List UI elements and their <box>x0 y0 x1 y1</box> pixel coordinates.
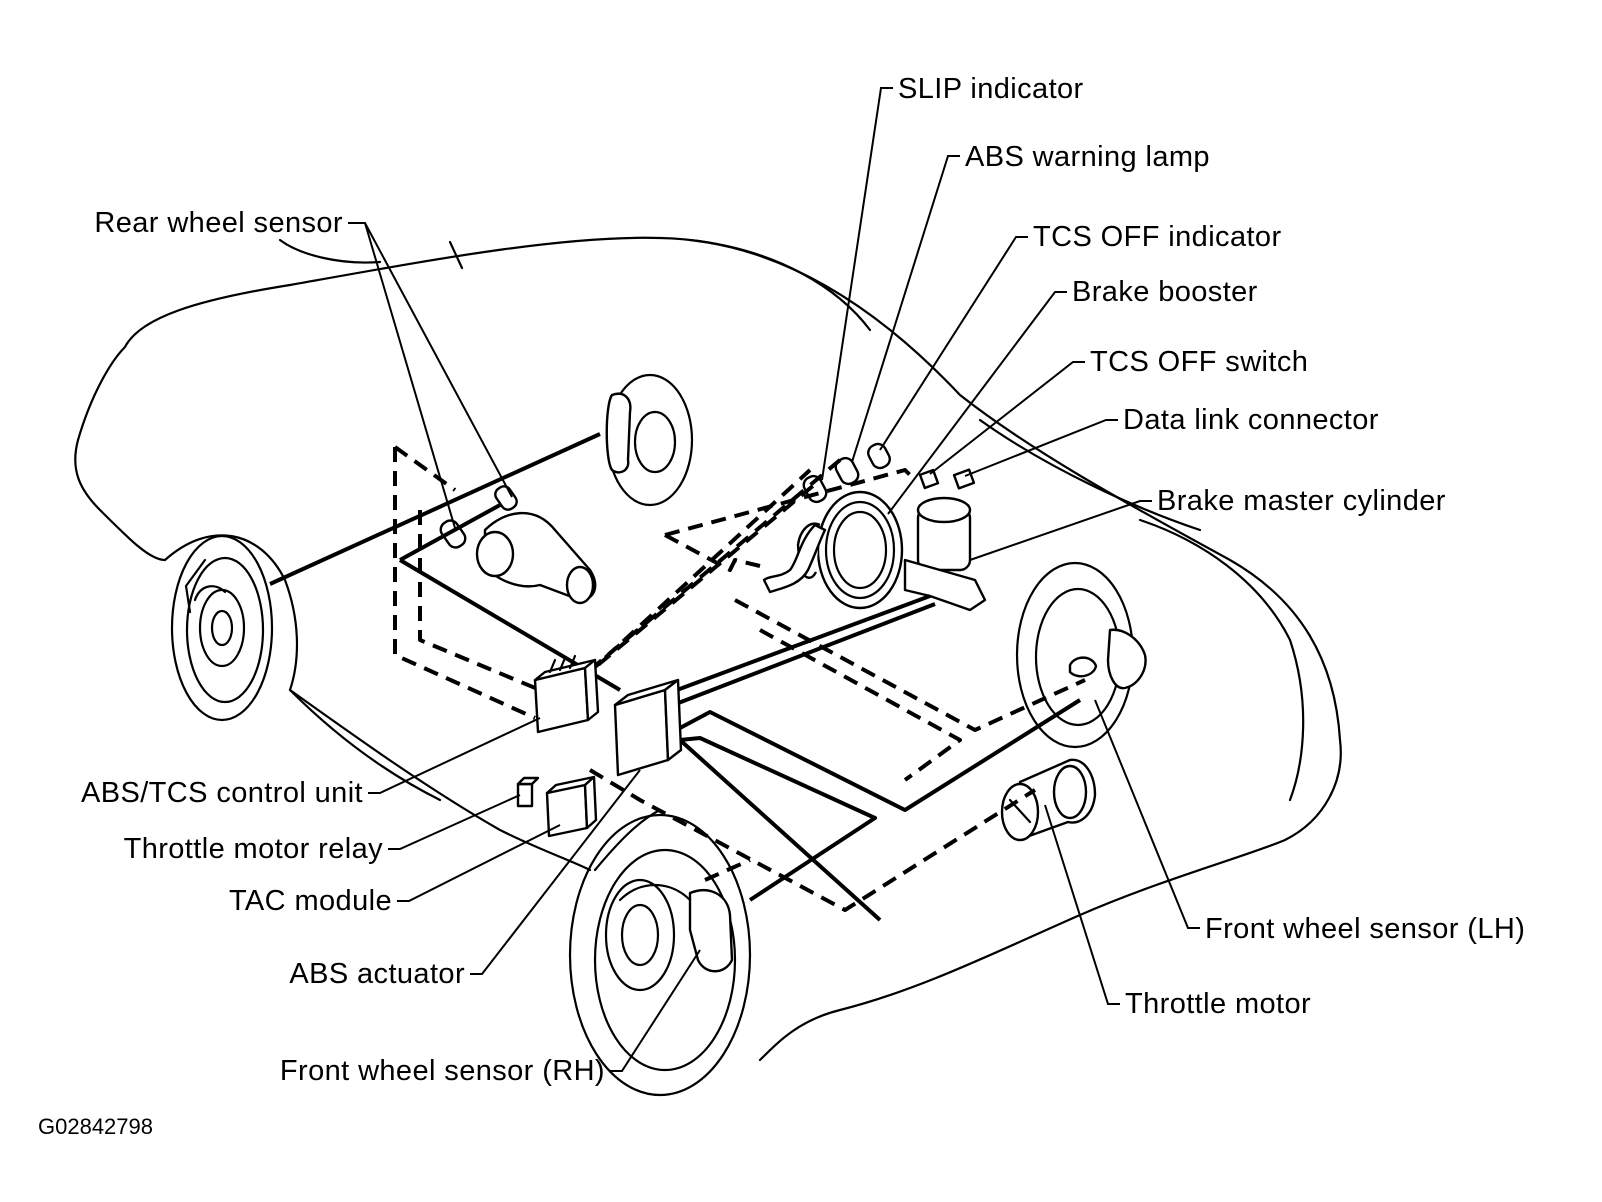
label-abs-tcs-control-unit: ABS/TCS control unit <box>81 777 363 809</box>
rear-differential <box>439 485 597 605</box>
rear-right-disc <box>605 373 694 507</box>
label-slip-indicator: SLIP indicator <box>898 73 1084 105</box>
brake-master-cylinder <box>903 496 987 612</box>
label-front-wheel-sensor-lh: Front wheel sensor (LH) <box>1205 913 1525 945</box>
throttle-motor <box>1000 758 1097 842</box>
label-front-wheel-sensor-rh: Front wheel sensor (RH) <box>280 1055 605 1087</box>
label-data-link-connector: Data link connector <box>1123 404 1379 436</box>
figure-id: G02842798 <box>38 1114 153 1139</box>
label-abs-warning-lamp: ABS warning lamp <box>965 141 1210 173</box>
wiring-harness <box>393 445 1086 912</box>
car-body-outline <box>74 236 1342 1062</box>
label-brake-booster: Brake booster <box>1072 276 1258 308</box>
label-tcs-off-indicator: TCS OFF indicator <box>1033 221 1282 253</box>
rear-left-wheel <box>170 534 274 722</box>
label-rear-wheel-sensor: Rear wheel sensor <box>94 207 343 239</box>
abs-actuator <box>613 678 683 777</box>
throttle-motor-relay <box>516 776 540 808</box>
label-tac-module: TAC module <box>229 885 392 917</box>
label-throttle-motor: Throttle motor <box>1125 988 1311 1020</box>
callout-labels: SLIP indicator ABS warning lamp TCS OFF … <box>38 73 1525 1139</box>
label-throttle-motor-relay: Throttle motor relay <box>124 833 384 865</box>
front-left-wheel <box>1015 561 1147 749</box>
rear-axle <box>269 432 601 586</box>
label-brake-master-cylinder: Brake master cylinder <box>1157 485 1446 517</box>
front-right-wheel <box>568 813 752 1097</box>
label-tcs-off-switch: TCS OFF switch <box>1090 346 1308 378</box>
tac-module <box>545 775 598 838</box>
abs-tcs-control-unit <box>533 654 600 734</box>
booster-vacuum-hose <box>762 523 827 594</box>
leader-lines <box>348 87 1200 1072</box>
label-abs-actuator: ABS actuator <box>289 958 465 990</box>
